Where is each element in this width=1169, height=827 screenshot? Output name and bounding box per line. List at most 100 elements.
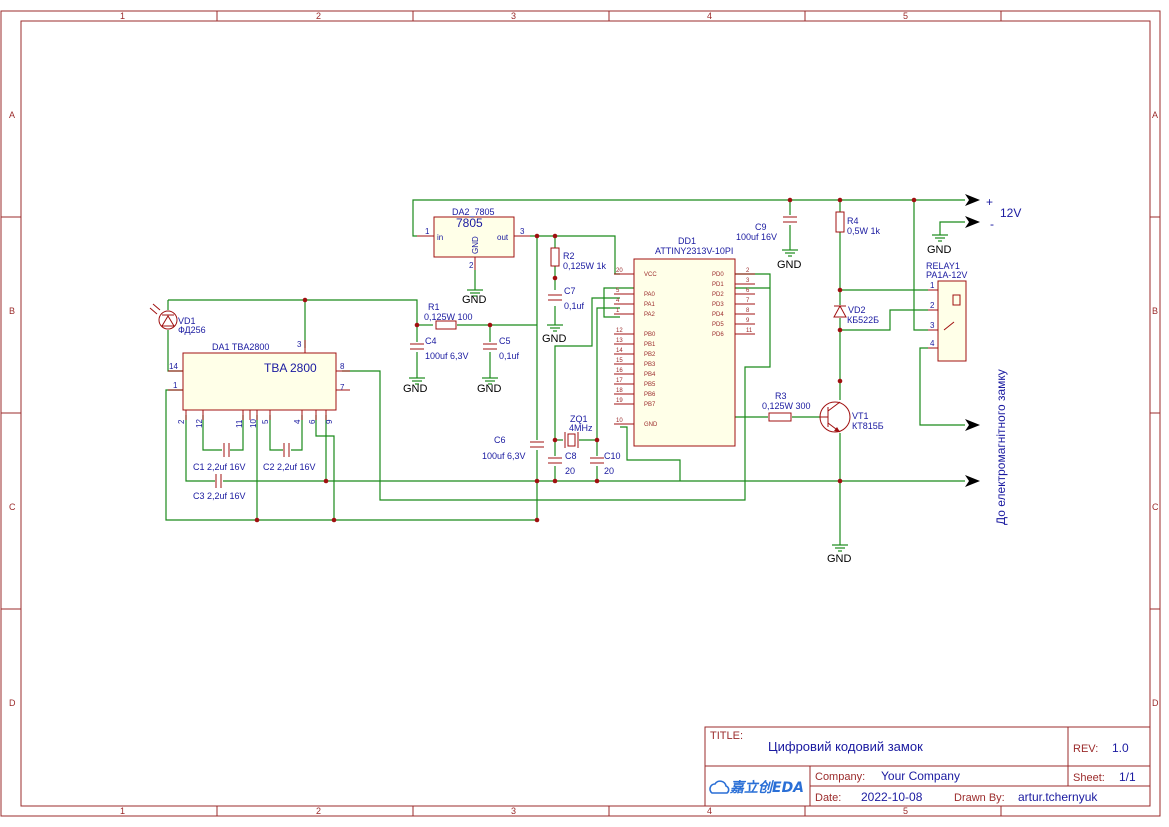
gnd-icon <box>832 544 848 552</box>
dd1-pin-name: PA1 <box>644 302 656 308</box>
r3-value: 0,125W 300 <box>762 401 811 411</box>
vt1-value: КТ815Б <box>852 421 884 431</box>
title-label: TITLE: <box>710 730 743 742</box>
relay-value: PA1A-12V <box>926 270 967 280</box>
dd1-pin-name: PB0 <box>644 332 656 338</box>
gnd-label: GND <box>827 553 852 565</box>
c3-capacitor: C3 2,2uf 16V <box>193 474 246 501</box>
relay-pin3: 3 <box>930 321 935 330</box>
gnd-label: GND <box>542 333 567 345</box>
dd1-pin-number: 16 <box>616 368 623 374</box>
dd1-pin-name: PD0 <box>712 272 724 278</box>
c2-ref: C2 <box>263 462 275 472</box>
r4-resistor: R4 0,5W 1k <box>835 211 881 236</box>
dd1-pin-number: 13 <box>616 338 623 344</box>
dd1-pin-name: PB7 <box>644 402 656 408</box>
connector-arrows <box>965 194 980 487</box>
col-label-top: 4 <box>707 11 712 21</box>
wires <box>165 199 965 545</box>
c2-value: 2,2uf 16V <box>277 462 316 472</box>
net-plus: + <box>986 195 993 209</box>
arrow-lock-1-icon <box>965 419 980 431</box>
c8-value: 20 <box>565 466 575 476</box>
dd1-pin-number: 7 <box>746 298 750 304</box>
col-label-top: 1 <box>120 11 125 21</box>
dd1-pin-name: PD4 <box>712 312 724 318</box>
relay-pin1: 1 <box>930 281 935 290</box>
dd1-pin-name: PA0 <box>644 292 656 298</box>
gnd-icon <box>482 377 498 385</box>
da2-pin1: 1 <box>425 227 430 236</box>
dd1-pin-number: 5 <box>616 288 620 294</box>
rev-label: REV: <box>1073 743 1098 755</box>
dd1-pin-name: PB1 <box>644 342 656 348</box>
relay-pin2: 2 <box>930 301 935 310</box>
arrow-plus-12v-icon <box>965 194 980 206</box>
c6-value: 100uf 6,3V <box>482 451 526 461</box>
da1-pin12: 12 <box>195 419 204 428</box>
zone-labels: 1 2 3 4 5 1 2 3 4 5 A B C D A B C D <box>9 11 1159 816</box>
da2-pin-out: out <box>497 233 509 242</box>
dd1-pin-name: PD5 <box>712 322 724 328</box>
c9-capacitor: C9 100uf 16V <box>736 216 797 242</box>
dd1-pin-number: 15 <box>616 358 623 364</box>
logo-text: 嘉立创EDA <box>729 779 804 796</box>
c9-value: 100uf 16V <box>736 232 777 242</box>
da1-ref: DA1 TBA2800 <box>212 342 269 352</box>
dd1-pin-name: PB4 <box>644 372 656 378</box>
vd1-ref: VD1 <box>178 316 196 326</box>
date-label: Date: <box>815 792 841 804</box>
da2-pin-in: in <box>437 233 443 242</box>
dd1-value: ATTINY2313V-10PI <box>655 246 733 256</box>
da1-pin3: 3 <box>297 340 302 349</box>
row-label-right: C <box>1152 502 1159 512</box>
vd1-value: ФД256 <box>178 325 206 335</box>
r4-value: 0,5W 1k <box>847 226 881 236</box>
c4-value: 100uf 6,3V <box>425 351 469 361</box>
c1-ref: C1 <box>193 462 205 472</box>
relay1: RELAY1 PA1A-12V 1 2 3 4 <box>926 261 967 362</box>
c4-capacitor: C4 100uf 6,3V <box>410 336 469 361</box>
da1-pin9: 9 <box>325 419 334 424</box>
dd1-pin-name: PA2 <box>644 312 656 318</box>
c7-capacitor: C7 0,1uf <box>548 286 585 311</box>
col-label-top: 2 <box>316 11 321 21</box>
sheet-label: Sheet: <box>1073 772 1105 784</box>
vd1-photodiode: VD1 ФД256 <box>149 303 206 335</box>
da1-value: TBA 2800 <box>264 361 317 375</box>
dd1-left-pins: 20VCC5PA04PA11PA212PB013PB114PB215PB316P… <box>614 268 658 428</box>
dd1-pin-number: 19 <box>616 398 623 404</box>
title-block: TITLE: Цифровий кодовий замок REV: 1.0 C… <box>704 726 1151 807</box>
dd1-pin-number: 4 <box>616 298 620 304</box>
dd1-pin-number: 14 <box>616 348 623 354</box>
col-label-top: 5 <box>903 11 908 21</box>
dd1-pin-name: VCC <box>644 272 657 278</box>
col-label-bottom: 5 <box>903 806 908 816</box>
gnd-icon <box>932 234 948 242</box>
row-label-right: B <box>1152 306 1158 316</box>
arrow-lock-2-icon <box>965 475 980 487</box>
drawn-label: Drawn By: <box>954 792 1005 804</box>
da1-pin1: 1 <box>173 381 178 390</box>
da1-pin11: 11 <box>235 419 244 428</box>
gnd-label: GND <box>462 294 487 306</box>
dd1-pin-name: PB6 <box>644 392 656 398</box>
da2-ref: DA2_7805 <box>452 207 495 217</box>
r1-resistor: R1 0,125W 100 <box>424 302 473 330</box>
dd1-pin-name: PB5 <box>644 382 656 388</box>
sheet-value: 1/1 <box>1119 770 1136 784</box>
vd2-diode: VD2 КБ522Б <box>833 304 879 325</box>
c1-capacitor: C1 2,2uf 16V <box>193 443 246 472</box>
rev-value: 1.0 <box>1112 741 1129 755</box>
c8-capacitor: C8 20 <box>548 451 577 476</box>
dd1-pin-number: 1 <box>616 308 620 314</box>
company-label: Company: <box>815 771 865 783</box>
dd1-pin-name: PB2 <box>644 352 656 358</box>
gnd-label: GND <box>927 244 952 256</box>
col-label-bottom: 4 <box>707 806 712 816</box>
row-label-left: C <box>9 502 16 512</box>
vt1-ref: VT1 <box>852 411 869 421</box>
row-label-right: A <box>1152 110 1158 120</box>
gnd-icon <box>409 377 425 385</box>
